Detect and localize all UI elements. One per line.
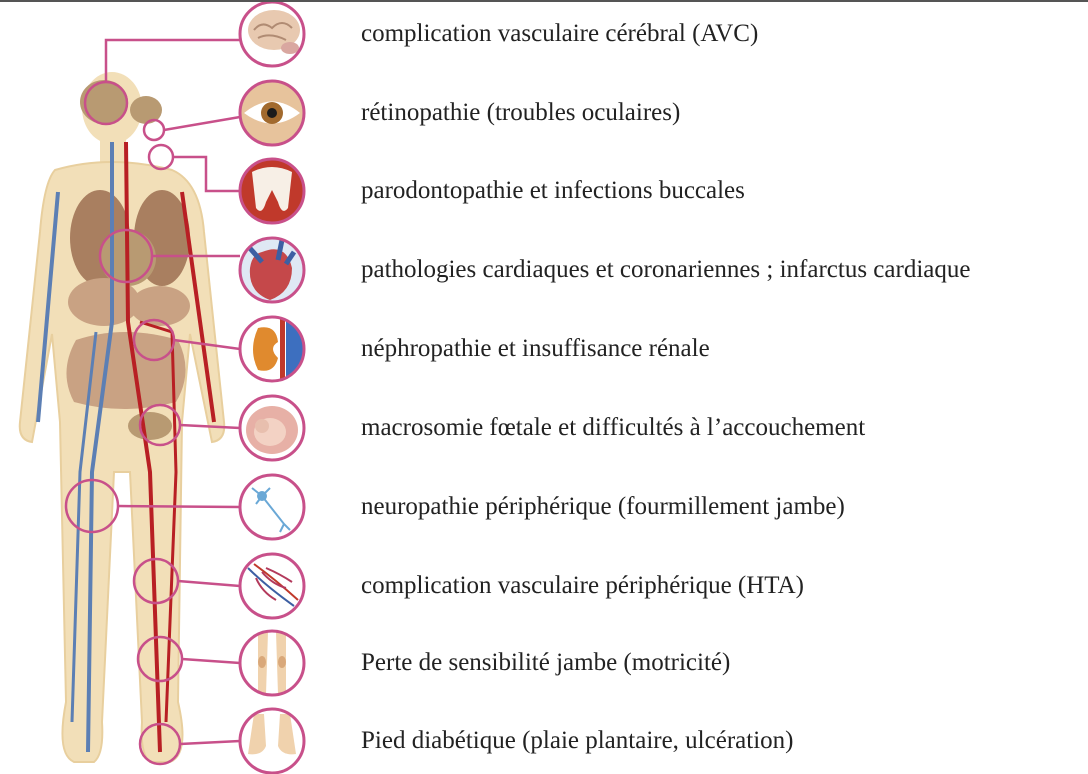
label-perte-sensibilite: Perte de sensibilité jambe (motricité) — [361, 648, 730, 678]
label-pied-diabetique: Pied diabétique (plaie plantaire, ulcéra… — [361, 726, 793, 756]
label-nephropathie: néphropathie et insuffisance rénale — [361, 334, 710, 364]
heart-icon — [236, 234, 308, 306]
brain-icon — [240, 2, 304, 66]
neuron-icon — [240, 475, 304, 539]
label-macrosomie: macrosomie fœtale et difficultés à l’acc… — [361, 413, 865, 443]
label-vasculaire-peripherique: complication vasculaire périphérique (HT… — [361, 571, 804, 601]
legs-icon — [240, 631, 304, 695]
kidney-icon — [240, 314, 308, 386]
vessels-icon — [240, 554, 304, 618]
tooth-icon — [236, 156, 308, 228]
label-neuropathie: neuropathie périphérique (fourmillement … — [361, 492, 845, 522]
label-cardiaque: pathologies cardiaques et coronariennes … — [361, 255, 970, 285]
body-illustration — [0, 2, 340, 774]
fetus-icon — [240, 396, 304, 460]
label-parodontopathie: parodontopathie et infections buccales — [361, 176, 745, 206]
label-retinopathie: rétinopathie (troubles oculaires) — [361, 98, 680, 128]
body-silhouette — [20, 72, 225, 762]
feet-icon — [240, 709, 304, 773]
eye-icon — [236, 78, 308, 150]
label-avc: complication vasculaire cérébral (AVC) — [361, 19, 758, 49]
